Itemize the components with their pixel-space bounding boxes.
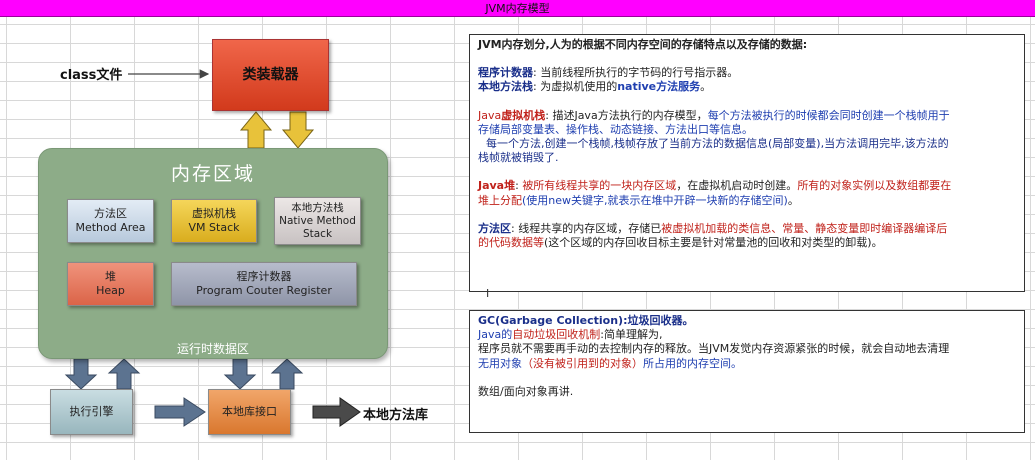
gc-title: GC(Garbage Collection):垃圾回收器。 bbox=[478, 314, 694, 327]
vm-stack-cn: 虚拟机栈 bbox=[192, 207, 236, 220]
pc-counter-text: : 当前线程所执行的字节码的行号指示器。 bbox=[533, 66, 739, 80]
gc-line1-emph: 自动垃圾回收机制 bbox=[512, 328, 601, 342]
java-vm-stack-term-prefix: Java bbox=[478, 108, 502, 122]
heap-cn: 堆 bbox=[105, 270, 116, 283]
runtime-to-engine-arrow-icon bbox=[64, 358, 98, 390]
gc-line3: 无用对象（没有被引用到的对象）所占用的内存空间。 bbox=[478, 357, 1018, 371]
java-heap-text2: ，在虚拟机启动时创建。 bbox=[676, 179, 798, 193]
loader-down-arrow-icon bbox=[281, 111, 315, 149]
memory-intro: JVM内存划分,人为的根据不同内存空间的存储特点以及存储的数据: bbox=[478, 38, 808, 51]
method-area-term: 方法区 bbox=[478, 221, 511, 235]
engine-to-interface-arrow-icon bbox=[154, 397, 206, 427]
native-stack-term: 本地方法栈 bbox=[478, 80, 533, 94]
java-heap-line2a: 堆上分配 bbox=[478, 193, 522, 207]
java-vm-stack-term: 虚拟机栈 bbox=[501, 108, 546, 122]
method-area-box: 方法区 Method Area bbox=[67, 199, 154, 243]
java-heap-line: Java堆: 被所有线程共享的一块内存区域，在虚拟机启动时创建。所有的对象实例以… bbox=[478, 179, 1018, 193]
engine-to-runtime-arrow-icon bbox=[107, 358, 141, 390]
class-file-label: class文件 bbox=[60, 68, 123, 83]
java-vm-stack-line4: 栈帧就被销毁了. bbox=[478, 151, 559, 165]
native-stack-line: 本地方法栈: 为虚拟机使用的native方法服务。 bbox=[478, 80, 1018, 94]
gc-notes-textbox[interactable]: GC(Garbage Collection):垃圾回收器。 Java的自动垃圾回… bbox=[469, 310, 1025, 433]
native-stack-text: : 为虚拟机使用的 bbox=[533, 80, 618, 94]
method-area-en: Method Area bbox=[75, 221, 146, 234]
class-loader-label: 类装载器 bbox=[242, 67, 299, 83]
native-stack-en1: Native Method bbox=[279, 214, 356, 227]
gc-line1-suffix: :简单理解为, bbox=[600, 328, 663, 342]
method-area-line: 方法区: 线程共享的内存区域，存储已被虚拟机加载的类信息、常量、静态变量即时编译… bbox=[478, 222, 1018, 236]
java-heap-term: Java堆 bbox=[478, 179, 516, 193]
gc-line3-b: （没有被引用到的对象） bbox=[522, 356, 643, 370]
gc-line3-a: 无用对象 bbox=[478, 356, 522, 370]
method-area-text1: : 线程共享的内存区域，存储已 bbox=[511, 221, 662, 235]
execution-engine-box: 执行引擎 bbox=[50, 389, 133, 435]
jvm-memory-diagram: class文件 类装载器 内存区域 运行时数据区 方法区 Method Area… bbox=[0, 17, 460, 460]
runtime-to-interface-arrow-icon bbox=[223, 358, 257, 390]
heap-box: 堆 Heap bbox=[67, 262, 154, 306]
pc-counter-term: 程序计数器 bbox=[478, 66, 533, 80]
java-heap-line2: 堆上分配(使用new关键字,就表示在堆中开辟一块新的存储空间)。 bbox=[478, 194, 1018, 208]
pc-register-box: 程序计数器 Program Couter Register bbox=[171, 262, 357, 306]
native-stack-cn: 本地方法栈 bbox=[291, 201, 344, 214]
method-area-line2: 的代码数据等(这个区域的内存回收目标主要是针对常量池的回收和对类型的卸载)。 bbox=[478, 236, 1018, 250]
method-area-line2b: (这个区域的内存回收目标主要是针对常量池的回收和对类型的卸载)。 bbox=[544, 236, 883, 250]
java-vm-stack-text2: 每个方法被执行的时候都会同时创建一个栈帧用于 bbox=[707, 108, 950, 122]
gc-line2: 程序员就不需要再手动的去控制内存的释放。当JVM发觉内存资源紧张的时候，就会自动… bbox=[478, 342, 950, 356]
runtime-data-area: 内存区域 运行时数据区 bbox=[38, 148, 388, 359]
loader-up-arrow-icon bbox=[239, 111, 273, 149]
native-library-label: 本地方法库 bbox=[363, 408, 429, 423]
class-loader-box: 类装载器 bbox=[212, 39, 329, 111]
native-stack-en2: Stack bbox=[302, 227, 333, 240]
diagram-arrows bbox=[64, 69, 361, 427]
java-vm-stack-text1: : 描述Java方法执行的内存模型， bbox=[545, 108, 708, 122]
vm-stack-box: 虚拟机栈 VM Stack bbox=[171, 199, 257, 243]
interface-to-library-arrow-icon bbox=[312, 397, 361, 427]
gc-line3-c: 所占用的内存空间。 bbox=[643, 356, 742, 370]
java-heap-emph2: 所有的对象实例以及数组都要在 bbox=[797, 179, 952, 193]
java-vm-stack-line: Java虚拟机栈: 描述Java方法执行的内存模型，每个方法被执行的时候都会同时… bbox=[478, 109, 1018, 123]
text-cursor-icon: I bbox=[486, 287, 490, 300]
runtime-area-title: 内存区域 bbox=[170, 163, 255, 185]
memory-notes-textbox[interactable]: JVM内存划分,人为的根据不同内存空间的存储特点以及存储的数据: 程序计数器: … bbox=[469, 34, 1025, 292]
java-vm-stack-line3: 每一个方法,创建一个栈帧,栈帧存放了当前方法的数据信息(局部变量),当方法调用完… bbox=[486, 137, 949, 151]
heap-en: Heap bbox=[96, 284, 125, 297]
java-heap-emph1: 被所有线程共享的一块内存区域 bbox=[522, 179, 677, 193]
native-interface-label: 本地库接口 bbox=[222, 405, 277, 418]
native-interface-box: 本地库接口 bbox=[208, 389, 291, 435]
pc-counter-line: 程序计数器: 当前线程所执行的字节码的行号指示器。 bbox=[478, 66, 1018, 80]
native-stack-emph: native方法服务 bbox=[617, 80, 701, 94]
method-area-line2a: 的代码数据等 bbox=[478, 236, 544, 250]
gc-line4: 数组/面向对象再讲. bbox=[478, 384, 574, 398]
native-stack-end: 。 bbox=[700, 80, 712, 94]
java-heap-line2b: (使用new关键字,就表示在堆中开辟一块新的存储空间) bbox=[522, 193, 788, 207]
window-title: JVM内存模型 bbox=[0, 0, 1035, 17]
java-heap-line2c: 。 bbox=[787, 193, 799, 207]
java-heap-text1: : bbox=[515, 179, 523, 193]
pc-register-cn: 程序计数器 bbox=[236, 270, 292, 283]
vm-stack-en: VM Stack bbox=[188, 221, 240, 234]
runtime-area-caption: 运行时数据区 bbox=[176, 342, 249, 356]
java-vm-stack-line2: 存储局部变量表、操作栈、动态链接、方法出口等信息。 bbox=[478, 122, 753, 136]
method-area-cn: 方法区 bbox=[94, 207, 127, 220]
native-method-stack-box: 本地方法栈 Native Method Stack bbox=[274, 197, 361, 245]
execution-engine-label: 执行引擎 bbox=[69, 405, 114, 418]
gc-line1: Java的自动垃圾回收机制:简单理解为, bbox=[478, 328, 1018, 342]
method-area-emph1: 被虚拟机加载的类信息、常量、静态变量即时编译器编译后 bbox=[661, 221, 948, 235]
pc-register-en: Program Couter Register bbox=[196, 284, 332, 297]
interface-to-runtime-arrow-icon bbox=[270, 358, 304, 390]
gc-line1-prefix: Java的 bbox=[478, 328, 513, 342]
